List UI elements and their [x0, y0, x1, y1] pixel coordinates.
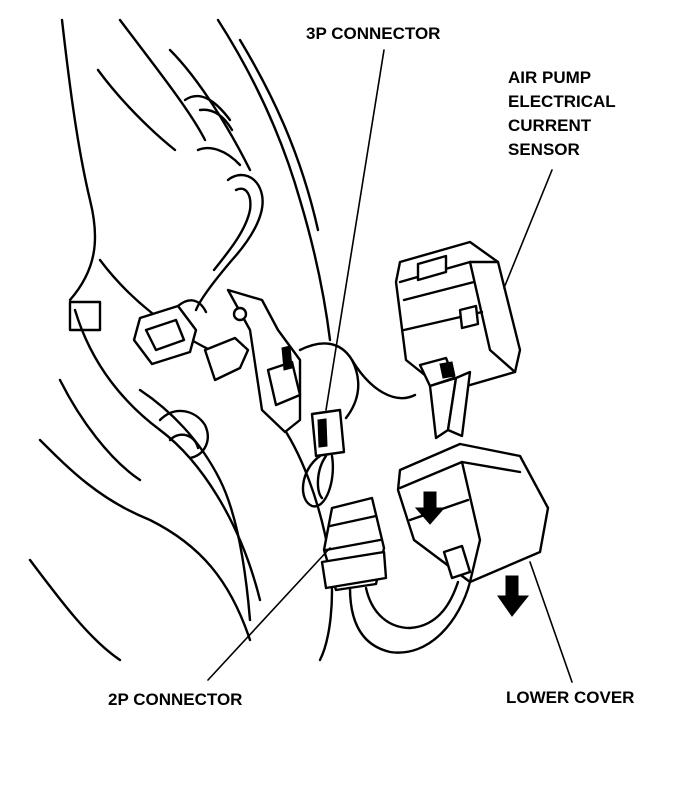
lower-cover	[396, 442, 550, 617]
leader-sensor	[503, 169, 553, 289]
air-pump-electrical-current-sensor	[394, 240, 522, 440]
2p-connector	[320, 496, 472, 654]
harness-connector-left	[132, 299, 208, 366]
mounting-bracket	[203, 288, 302, 434]
label-sensor-line-1: AIR PUMP	[508, 68, 592, 87]
sensor-wire	[298, 342, 417, 420]
label-sensor-line-3: CURRENT	[508, 116, 592, 135]
label-air-pump-sensor: AIR PUMP ELECTRICAL CURRENT SENSOR	[508, 66, 616, 162]
3p-connector	[301, 408, 346, 508]
leader-lines	[207, 49, 573, 683]
label-sensor-line-2: ELECTRICAL	[508, 92, 616, 111]
engine-structure	[28, 18, 334, 662]
label-lower-cover: LOWER COVER	[506, 688, 635, 707]
label-sensor-line-4: SENSOR	[508, 140, 580, 159]
leader-2p-connector	[207, 547, 331, 681]
leader-lower-cover	[529, 561, 573, 683]
leader-3p-connector	[325, 49, 385, 411]
label-2p-connector: 2P CONNECTOR	[108, 690, 243, 709]
label-3p-connector: 3P CONNECTOR	[306, 24, 441, 43]
